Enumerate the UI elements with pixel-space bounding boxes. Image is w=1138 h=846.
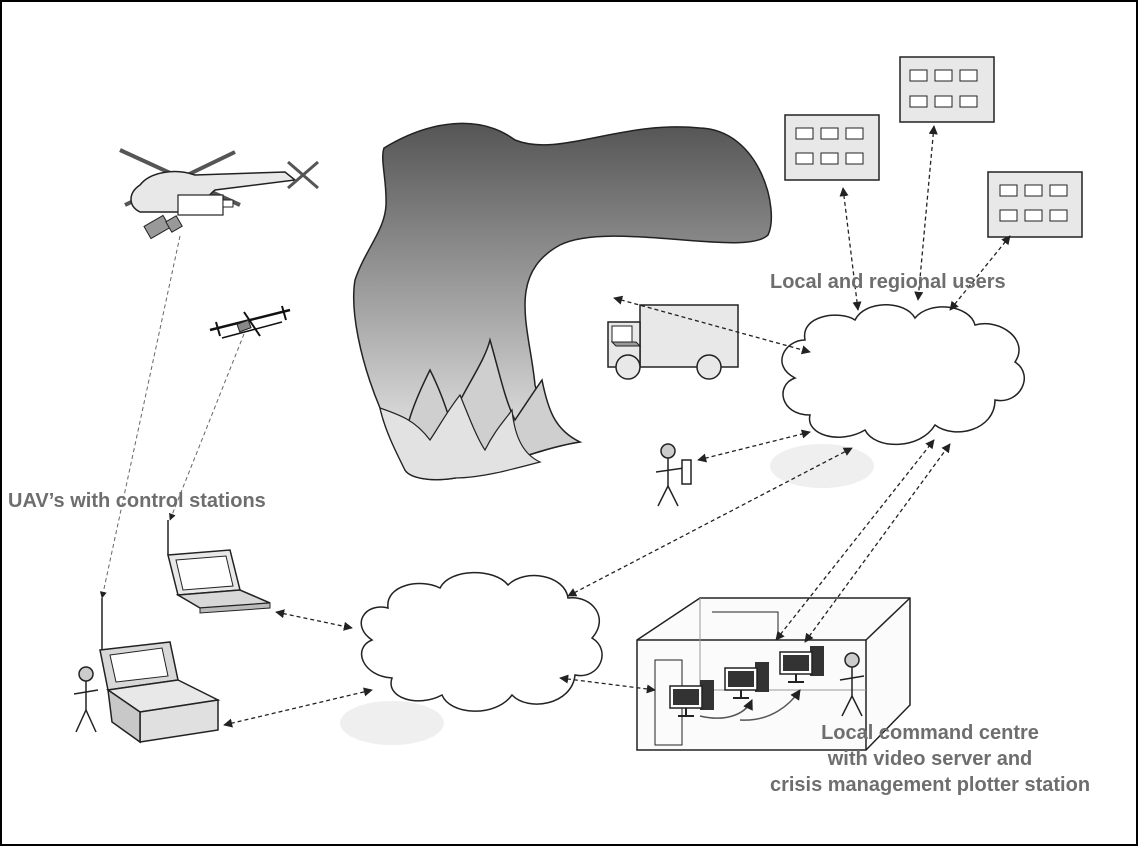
link-arrow bbox=[949, 235, 1011, 311]
ground-shadow bbox=[340, 701, 444, 745]
ground-shadow bbox=[770, 444, 874, 488]
laptop-control-station-icon bbox=[167, 520, 271, 614]
fixed-wing-uav-icon bbox=[209, 305, 291, 339]
link-arrow bbox=[697, 429, 811, 463]
uav-link bbox=[99, 235, 181, 599]
building-icon bbox=[987, 171, 1083, 238]
command-centre-label-line1: Local command centre bbox=[821, 722, 1039, 744]
local-regional-users-label: Local and regional users bbox=[770, 271, 1006, 293]
helicopter-uav-icon bbox=[119, 148, 319, 240]
link-arrow bbox=[559, 674, 656, 694]
command-centre-label: Local command centre with video server a… bbox=[750, 720, 1110, 798]
smoke-plume-icon bbox=[352, 122, 772, 481]
link-arrow bbox=[613, 295, 811, 355]
command-centre-label-line2: with video server and bbox=[827, 748, 1033, 770]
link-arrow bbox=[223, 687, 373, 728]
uav-link bbox=[169, 333, 245, 521]
network-cloud-icon bbox=[360, 571, 603, 712]
communication-links bbox=[223, 125, 1011, 728]
uav-radio-links bbox=[99, 235, 245, 599]
mobile-truck-icon bbox=[607, 304, 739, 380]
link-arrow bbox=[914, 125, 938, 301]
command-centre-label-line3: crisis management plotter station bbox=[769, 774, 1091, 796]
uav-control-stations-label: UAV’s with control stations bbox=[8, 490, 266, 512]
link-arrow bbox=[804, 443, 951, 643]
building-icon bbox=[784, 114, 880, 181]
network-cloud-icon bbox=[781, 304, 1025, 446]
building-icon bbox=[899, 56, 995, 123]
person-icon bbox=[839, 652, 865, 717]
field-person-icon bbox=[655, 443, 692, 507]
link-arrow bbox=[275, 609, 353, 631]
rugged-control-station-icon bbox=[99, 598, 221, 744]
person-icon bbox=[73, 666, 99, 733]
flame-icon bbox=[379, 393, 542, 481]
